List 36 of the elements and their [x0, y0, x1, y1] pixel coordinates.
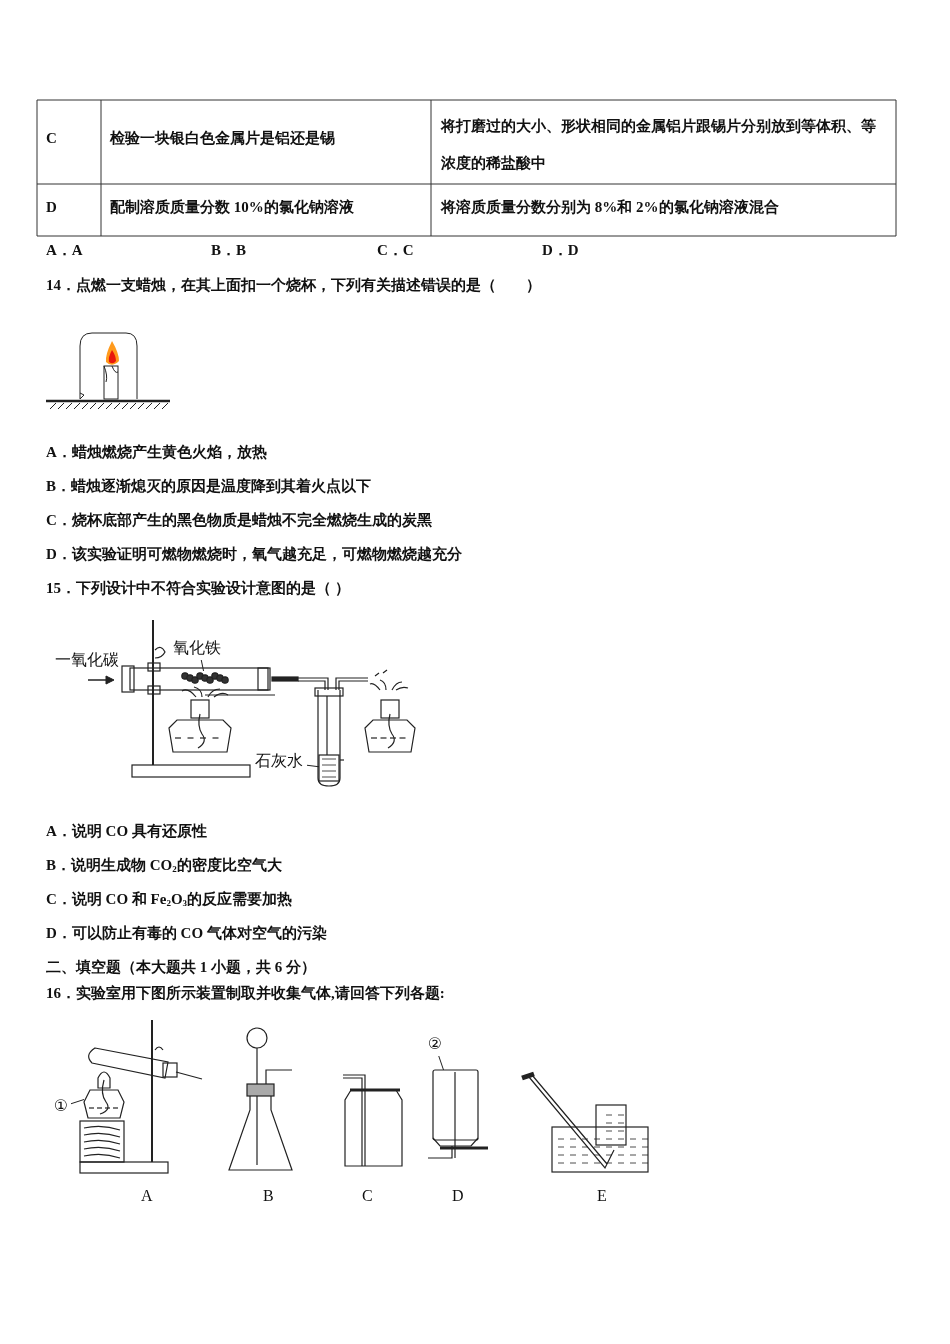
answer-option: D．该实验证明可燃物燃烧时，氧气越充足，可燃物燃烧越充分: [46, 544, 462, 564]
answer-option: A．说明 CO 具有还原性: [46, 821, 207, 841]
question-text: 15．下列设计中不符合实验设计意图的是（ ）: [46, 579, 350, 598]
experiment-purpose: 检验一块银白色金属片是铝还是锡: [110, 129, 335, 148]
apparatus-label: E: [597, 1186, 607, 1206]
answer-option: B．说明生成物 CO$_{2}$的密度比空气大: [46, 855, 282, 879]
answer-option: C．说明 CO 和 Fe$_{2}$O$_{3}$的反应需要加热: [46, 889, 293, 913]
part-label: 氧化铁: [173, 638, 222, 658]
part-label: 石灰水: [255, 751, 304, 771]
apparatus-label: D: [452, 1186, 464, 1206]
row-label: C: [46, 129, 57, 148]
answer-option: A．A: [46, 240, 83, 260]
answer-option: C．烧杯底部产生的黑色物质是蜡烛不完全燃烧生成的炭黑: [46, 510, 432, 530]
part-label: ①: [52, 1096, 70, 1116]
part-label: ②: [426, 1034, 444, 1054]
leader-line: [200, 659, 205, 672]
gas-label: 一氧化碳: [55, 650, 119, 670]
apparatus-label: C: [362, 1186, 373, 1206]
section-heading: 二、填空题（本大题共 1 小题，共 6 分）: [46, 958, 316, 977]
question-text: 14．点燃一支蜡烛，在其上面扣一个烧杯，下列有关描述错误的是（ ）: [46, 276, 541, 295]
question-text: 16．实验室用下图所示装置制取并收集气体,请回答下列各题:: [46, 984, 445, 1003]
leader-line: [306, 764, 320, 768]
answer-option: A．蜡烛燃烧产生黄色火焰，放热: [46, 442, 267, 462]
answer-option: B．B: [211, 240, 246, 260]
answer-option: C．C: [377, 240, 414, 260]
experiment-design: 将打磨过的大小、形状相同的金属铝片跟锡片分别放到等体积、等浓度的稀盐酸中: [441, 117, 877, 173]
answer-option: B．蜡烛逐渐熄灭的原因是温度降到其着火点以下: [46, 476, 371, 496]
answer-option: D．可以防止有毒的 CO 气体对空气的污染: [46, 923, 327, 943]
experiment-purpose: 配制溶质质量分数 10%的氯化钠溶液: [110, 198, 354, 217]
row-label: D: [46, 198, 57, 217]
answer-option: D．D: [542, 240, 579, 260]
leader-line: [438, 1055, 445, 1071]
apparatus-label: A: [141, 1186, 153, 1206]
apparatus-label: B: [263, 1186, 274, 1206]
experiment-design: 将溶质质量分数分别为 8%和 2%的氯化钠溶液混合: [441, 198, 779, 217]
leader-line: [70, 1099, 85, 1105]
